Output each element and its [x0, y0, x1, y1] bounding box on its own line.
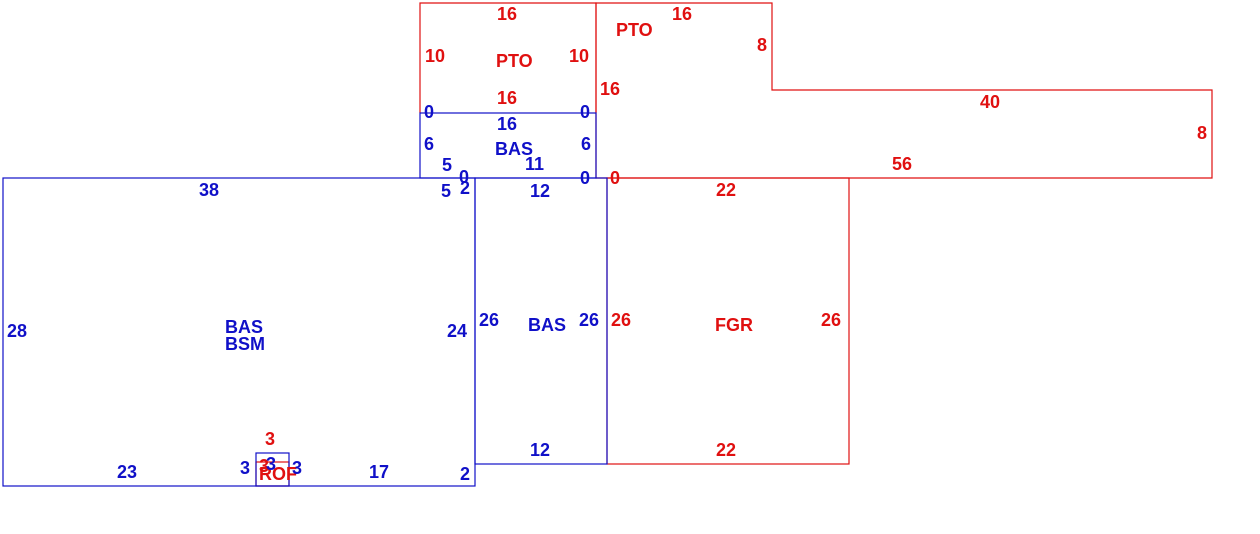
dim-label: 22: [716, 440, 736, 460]
rof-blue-outline: [255, 452, 290, 487]
pto-right-outline: [595, 2, 1213, 179]
area-bas-small: BAS: [495, 139, 533, 159]
dim-label: 6: [581, 134, 591, 154]
dim-label: 26: [479, 310, 499, 330]
dim-label: 5: [442, 155, 452, 175]
dim-label: 0: [459, 167, 469, 187]
dim-label: 3: [266, 454, 276, 474]
dim-label: 38: [199, 180, 219, 200]
dim-label: 24: [447, 321, 467, 341]
dim-label: 3: [240, 458, 250, 478]
dim-label: 3: [292, 458, 302, 478]
dim-label: 40: [980, 92, 1000, 112]
red-outlines: [255, 2, 1213, 487]
dim-label: 26: [579, 310, 599, 330]
dim-label: 22: [716, 180, 736, 200]
dim-label: 0: [580, 102, 590, 122]
dim-label: 3: [259, 456, 269, 476]
dim-label: 0: [610, 168, 620, 188]
dim-label: 3: [265, 429, 275, 449]
area-pto-left: PTO: [496, 51, 533, 71]
dim-label: 12: [530, 440, 550, 460]
dim-label: 28: [7, 321, 27, 341]
dim-label: 17: [369, 462, 389, 482]
dim-label: 16: [672, 4, 692, 24]
dim-label: 23: [117, 462, 137, 482]
area-bas-main: BAS: [225, 317, 263, 337]
dim-label: 8: [757, 35, 767, 55]
dim-label: 11: [525, 154, 544, 174]
blue-outlines: [2, 112, 608, 487]
dim-label: 5: [441, 181, 451, 201]
area-pto-right: PTO: [616, 20, 653, 40]
dim-label: 16: [497, 114, 517, 134]
dim-label: 10: [569, 46, 589, 66]
dim-label: 12: [530, 181, 550, 201]
dim-label: 26: [611, 310, 631, 330]
area-fgr: FGR: [715, 315, 753, 335]
dim-label: 26: [821, 310, 841, 330]
dim-label: 16: [497, 4, 517, 24]
dim-label: 0: [424, 102, 434, 122]
area-roof: ROF: [259, 464, 297, 484]
dim-label: 56: [892, 154, 912, 174]
area-bsm-main: BSM: [225, 334, 265, 354]
area-bas-mid: BAS: [528, 315, 566, 335]
dim-label: 10: [425, 46, 445, 66]
bas-mid-outline: [474, 177, 608, 465]
dim-label: 2: [460, 464, 470, 484]
dim-label: 16: [600, 79, 620, 99]
dim-label: 6: [424, 134, 434, 154]
dim-label: 16: [497, 88, 517, 108]
dim-label: 8: [1197, 123, 1207, 143]
dim-label: 0: [580, 168, 590, 188]
dim-label: 2: [460, 178, 470, 198]
